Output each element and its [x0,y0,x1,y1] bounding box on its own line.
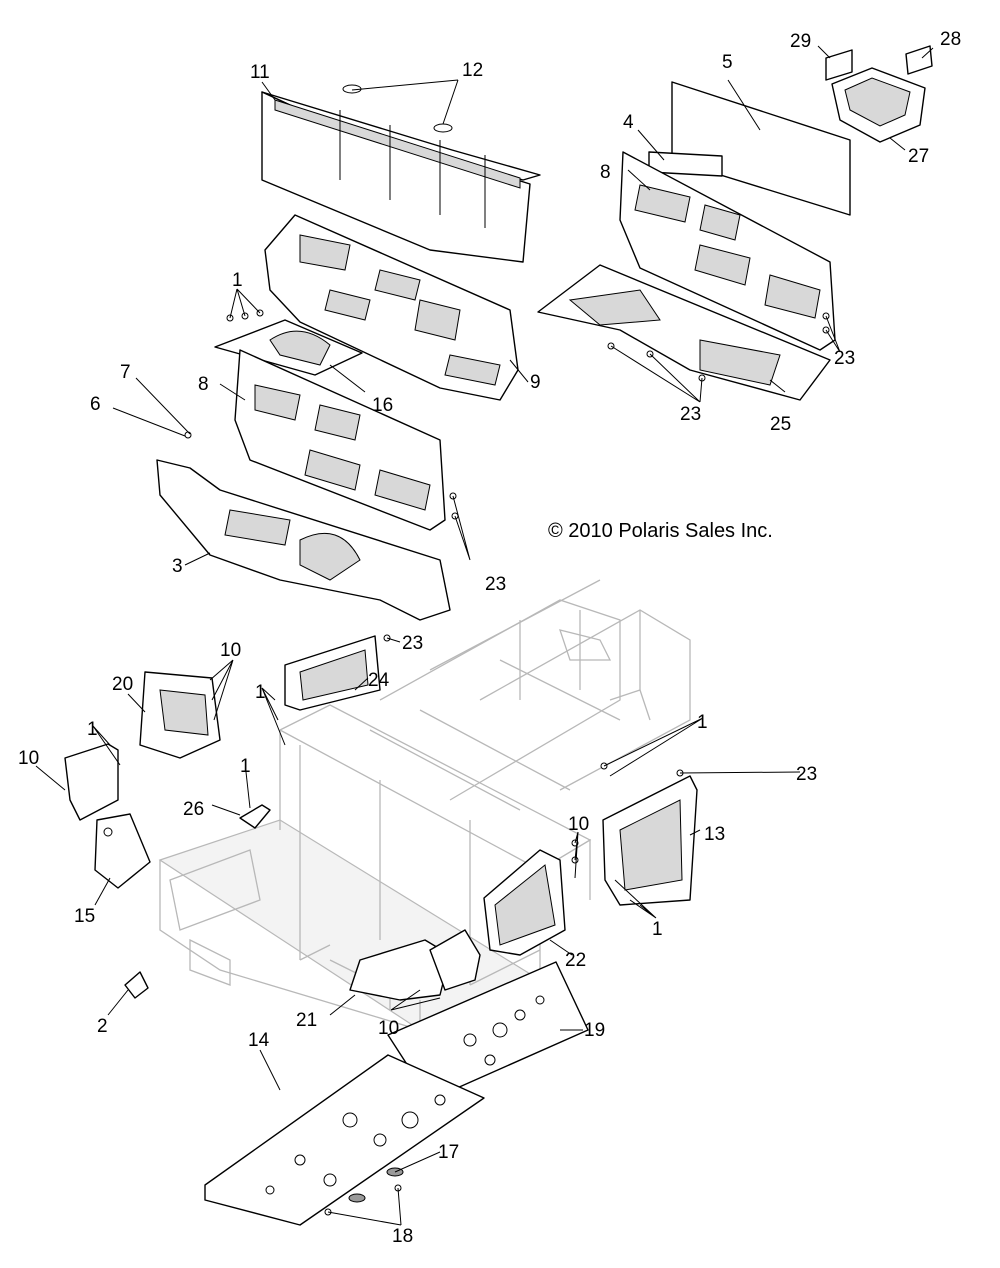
callout-22: 22 [565,950,586,971]
callout-4: 4 [623,112,634,133]
callout-1-left: 1 [87,719,98,740]
callout-13: 13 [704,824,725,845]
callout-11: 11 [250,62,270,83]
callout-9: 9 [530,372,541,393]
part-16-floor-tray [214,319,363,376]
part-28-decal [905,45,933,75]
part-25-floor-pan-right [537,264,831,401]
callout-1-right-lower: 1 [652,919,663,940]
part-3-floor-pan [156,459,451,621]
callout-1-top: 1 [232,270,243,291]
callout-23-right-lower: 23 [680,404,701,425]
part-13-door-panel [602,775,698,906]
part-14-floor-plate [204,1054,485,1226]
part-2-clip [124,971,149,999]
callout-23-right-upper: 23 [834,348,855,369]
callout-1-right: 1 [697,712,708,733]
callout-17: 17 [438,1142,459,1163]
callout-24: 24 [368,670,390,691]
callout-26: 26 [183,799,204,820]
part-26-bracket [239,804,271,829]
callout-15: 15 [74,906,95,927]
callout-19: 19 [584,1020,605,1041]
part-11-storage-box [261,84,541,263]
callout-labels: 11 12 5 29 28 27 4 8 1 16 9 7 6 8 23 23 … [18,29,961,1247]
callout-14: 14 [248,1030,270,1051]
callout-20: 20 [112,674,133,695]
part-5-panel [671,81,851,216]
callout-1-mid: 1 [255,682,266,703]
callout-23-left: 23 [485,574,506,595]
callout-5: 5 [722,52,733,73]
callout-23-right: 23 [796,764,817,785]
part-8-firewall-left [234,349,446,531]
part-22-door-panel [483,849,566,956]
callout-16: 16 [372,395,393,416]
part-24-door-panel [284,635,381,711]
callout-7: 7 [120,362,131,383]
part-27-cup-holder [831,67,926,143]
part-21-bracket [349,929,481,1001]
part-15-bracket [94,813,151,889]
callout-6: 6 [90,394,101,415]
leader-lines [35,45,934,1226]
callout-21: 21 [296,1010,317,1031]
callout-10-bottom: 10 [378,1018,399,1039]
part-8-firewall-right [619,151,836,351]
callout-10-left: 10 [18,748,39,769]
part-20-door-panel [139,671,221,759]
callout-8-right: 8 [600,162,611,183]
copyright-notice: © 2010 Polaris Sales Inc. [548,520,773,542]
callout-27: 27 [908,146,929,167]
callout-1-bracket: 1 [240,756,251,777]
callout-3: 3 [172,556,183,577]
callout-2: 2 [97,1016,108,1037]
part-10-side-cover-left [64,743,119,821]
callout-10-right: 10 [568,814,589,835]
callout-12: 12 [462,60,483,81]
callout-25: 25 [770,414,791,435]
part-29-decal [825,49,853,81]
callout-10-top-left: 10 [220,640,241,661]
callout-23-mid: 23 [402,633,423,654]
callout-18: 18 [392,1226,413,1247]
part-9-dash-panel [264,214,519,401]
callout-28: 28 [940,29,961,50]
callout-29: 29 [790,31,811,52]
callout-8-left: 8 [198,374,209,395]
